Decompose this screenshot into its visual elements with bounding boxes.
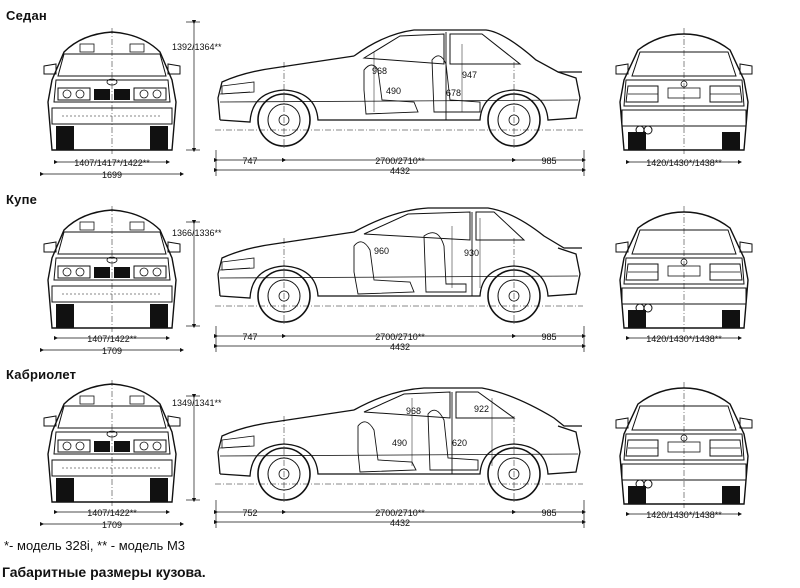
cabrio-rear-overhang-label: 985 bbox=[541, 508, 556, 518]
coupe-wheelbase-label: 2700/2710** bbox=[375, 332, 425, 342]
cabrio-rear-view bbox=[615, 381, 753, 509]
figure-caption: Габаритные размеры кузова. bbox=[2, 564, 206, 580]
coupe-interior-dim-2: 930 bbox=[464, 248, 479, 258]
coupe-rear-view bbox=[615, 205, 753, 333]
cabrio-interior-dim-2: 922 bbox=[474, 404, 489, 414]
coupe-height-label: 1366/1336** bbox=[172, 228, 222, 238]
coupe-rear-overhang-label: 985 bbox=[541, 332, 556, 342]
cabrio-front-view bbox=[43, 379, 181, 507]
sedan-rear-track-label: 1420/1430*/1438** bbox=[646, 158, 722, 168]
coupe-front-track-label: 1407/1422** bbox=[87, 334, 137, 344]
sedan-interior-dim-3: 490 bbox=[386, 86, 401, 96]
coupe-rear-track-label: 1420/1430*/1438** bbox=[646, 334, 722, 344]
sedan-interior-dim-1: 968 bbox=[372, 66, 387, 76]
coupe-length-label: 4432 bbox=[390, 342, 410, 352]
cabrio-interior-dim-1: 968 bbox=[406, 406, 421, 416]
cabrio-side-view bbox=[214, 387, 584, 505]
sedan-front-track-label: 1407/1417*/1422** bbox=[74, 158, 150, 168]
cabrio-front-overhang-label: 752 bbox=[242, 508, 257, 518]
cabrio-width-label: 1709 bbox=[102, 520, 122, 530]
sedan-interior-dim-4: 678 bbox=[446, 88, 461, 98]
cabrio-length-label: 4432 bbox=[390, 518, 410, 528]
cabrio-front-track-label: 1407/1422** bbox=[87, 508, 137, 518]
coupe-interior-dim-1: 960 bbox=[374, 246, 389, 256]
sedan-width-label: 1699 bbox=[102, 170, 122, 180]
sedan-rear-view bbox=[615, 27, 753, 155]
coupe-width-label: 1709 bbox=[102, 346, 122, 356]
coupe-front-view bbox=[43, 205, 181, 333]
footnote: *- модель 328i, ** - модель М3 bbox=[4, 538, 186, 553]
cabrio-wheelbase-label: 2700/2710** bbox=[375, 508, 425, 518]
cabrio-height-label: 1349/1341** bbox=[172, 398, 222, 408]
section-label-coupe: Купе bbox=[6, 192, 38, 207]
cabrio-rear-track-label: 1420/1430*/1438** bbox=[646, 510, 722, 520]
sedan-height-label: 1392/1364** bbox=[172, 42, 222, 52]
sedan-front-overhang-label: 747 bbox=[242, 156, 257, 166]
section-label-sedan: Седан bbox=[6, 8, 47, 23]
sedan-rear-overhang-label: 985 bbox=[541, 156, 556, 166]
sedan-side-view bbox=[214, 29, 584, 151]
sedan-front-view bbox=[43, 27, 181, 155]
coupe-front-overhang-label: 747 bbox=[242, 332, 257, 342]
cabrio-interior-dim-4: 620 bbox=[452, 438, 467, 448]
section-label-cabrio: Кабриолет bbox=[6, 367, 77, 382]
sedan-interior-dim-2: 947 bbox=[462, 70, 477, 80]
coupe-side-view bbox=[214, 207, 584, 327]
sedan-wheelbase-label: 2700/2710** bbox=[375, 156, 425, 166]
sedan-length-label: 4432 bbox=[390, 166, 410, 176]
cabrio-interior-dim-3: 490 bbox=[392, 438, 407, 448]
